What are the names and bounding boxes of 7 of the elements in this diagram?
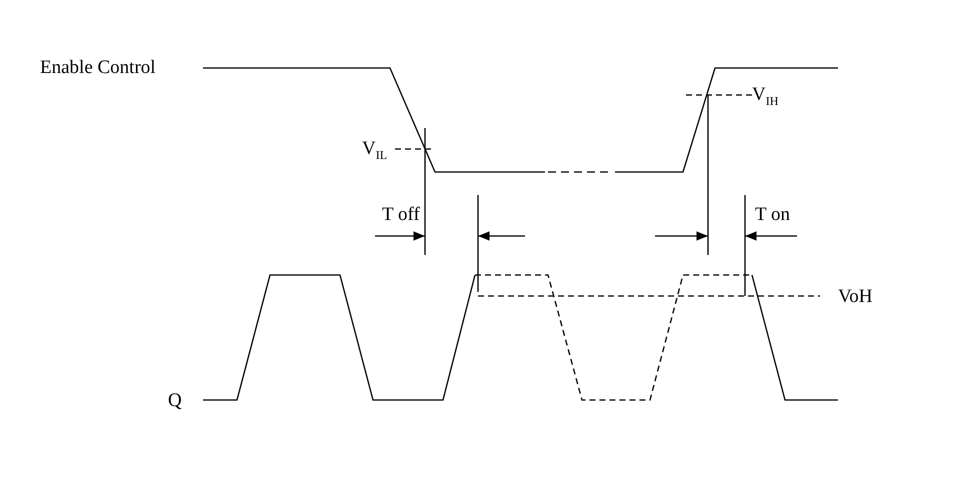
signal-name: Q — [168, 391, 182, 410]
timing-label: T off — [382, 205, 420, 224]
threshold-label: V$_{IL}$ — [362, 139, 388, 161]
threshold-label: V$_{IH}$ — [752, 85, 778, 107]
threshold-label: VoH — [838, 287, 872, 306]
signal-name: Enable Control — [40, 58, 156, 77]
timing-label: T on — [755, 205, 790, 224]
